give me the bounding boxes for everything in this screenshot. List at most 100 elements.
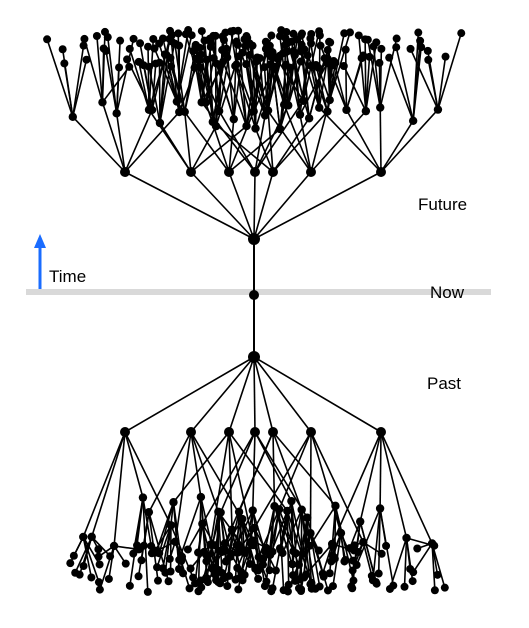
past-label: Past [427, 374, 461, 393]
level-3-node [179, 569, 188, 578]
branch-line [372, 508, 381, 581]
level-3-node [79, 562, 88, 571]
level-3-node [80, 34, 89, 43]
level-3-node [186, 564, 195, 573]
branch-line [190, 431, 202, 498]
level-2-node [427, 539, 437, 548]
level-3-node [66, 559, 75, 568]
level-2-node [408, 116, 418, 125]
level-3-node [262, 577, 271, 586]
level-3-node [314, 63, 323, 72]
level-3-node [75, 570, 84, 579]
level-2-node [138, 493, 148, 502]
level-3-node [392, 43, 401, 52]
level-3-node [94, 578, 103, 587]
level-2-node [433, 105, 443, 114]
branch-line [310, 431, 365, 543]
level-3-node [326, 38, 335, 47]
level-3-node [417, 43, 426, 52]
level-3-node [345, 28, 354, 37]
branch-line [431, 543, 446, 588]
level-1-node [250, 427, 260, 437]
branch-line [63, 63, 74, 117]
branch-line [251, 510, 266, 587]
level-1-node [250, 167, 260, 177]
branch-line [345, 57, 363, 111]
level-2-node [323, 107, 332, 116]
level-3-node [283, 587, 292, 596]
level-2-node [263, 106, 272, 115]
branch-line [379, 48, 383, 108]
level-3-node [323, 46, 332, 55]
level-1-node [120, 167, 130, 177]
level-3-node [260, 63, 269, 72]
level-3-node [339, 62, 348, 71]
level-3-node [134, 57, 143, 66]
level-3-node [340, 557, 349, 566]
branch-line [253, 171, 312, 240]
branch-line [208, 38, 214, 122]
level-3-node [254, 574, 263, 583]
branch-line [272, 431, 337, 507]
level-1-node [306, 167, 316, 177]
level-3-node [245, 50, 254, 59]
branch-line [115, 113, 126, 173]
level-3-node [208, 565, 217, 574]
branch-line [253, 356, 312, 433]
level-2-node [220, 539, 230, 548]
branch-line [232, 52, 244, 120]
branch-line [82, 536, 100, 583]
branch-line [129, 48, 150, 110]
time-label: Time [49, 267, 86, 286]
level-2-node [375, 504, 385, 513]
level-3-node [212, 59, 221, 68]
level-3-node [215, 546, 224, 555]
branch-line [379, 431, 382, 509]
branch-line [228, 431, 254, 541]
level-2-node [279, 100, 289, 109]
level-3-node [197, 583, 206, 592]
branch-line [253, 356, 274, 433]
level-3-node [167, 62, 176, 71]
level-3-node [137, 556, 146, 565]
level-3-node [223, 581, 232, 590]
level-2-node [208, 117, 217, 127]
branch-line [71, 45, 85, 117]
level-3-node [365, 52, 374, 61]
branch-line [46, 39, 74, 118]
level-3-node [191, 40, 200, 49]
level-3-node [234, 585, 243, 594]
level-3-node [368, 576, 377, 585]
level-3-node [315, 31, 324, 40]
branch-line [318, 107, 382, 173]
level-3-node [58, 45, 67, 54]
level-1-node [186, 427, 196, 437]
level-2-node [336, 528, 346, 538]
level-3-node [413, 544, 422, 553]
level-3-node [221, 49, 230, 58]
branch-line [74, 536, 93, 574]
level-3-node [316, 41, 325, 50]
branch-line [82, 431, 126, 538]
level-3-node [457, 29, 466, 38]
level-3-node [307, 39, 316, 48]
level-3-node [149, 34, 158, 43]
level-3-node [69, 551, 78, 560]
branch-line [148, 66, 161, 124]
branch-line [113, 431, 126, 546]
level-2-node [248, 506, 257, 515]
level-2-node [250, 523, 259, 533]
branch-line [380, 109, 439, 173]
branch-line [124, 109, 153, 173]
level-3-node [166, 26, 175, 35]
level-3-node [125, 62, 134, 71]
branch-line [281, 509, 303, 554]
branch-line [172, 431, 230, 503]
level-3-node [164, 577, 173, 586]
level-2-node [112, 109, 121, 118]
level-2-node [283, 506, 292, 516]
branch-line [170, 66, 186, 113]
level-1-node [120, 427, 130, 437]
level-3-node [329, 553, 338, 562]
branch-line [372, 46, 382, 108]
